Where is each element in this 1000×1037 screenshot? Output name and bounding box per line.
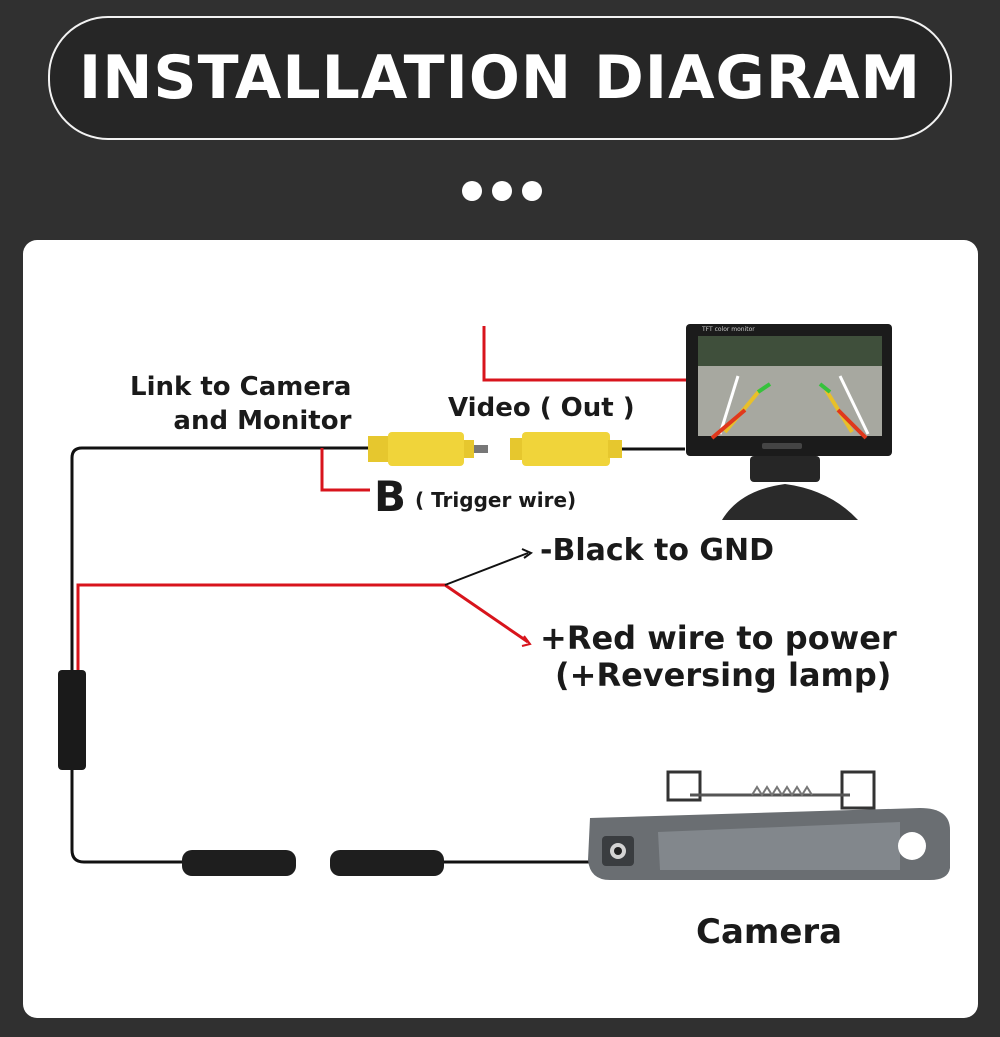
page-title: INSTALLATION DIAGRAM (78, 43, 922, 113)
rca-female-connector (510, 432, 622, 466)
red-wire-cap (521, 635, 532, 647)
trigger-b-label: B (374, 472, 407, 521)
dot-1 (462, 181, 482, 201)
black-wire-cap (521, 548, 534, 559)
monitor-power-line (482, 326, 688, 382)
trigger-wire (320, 448, 370, 492)
rca-male-connector (368, 432, 488, 466)
trigger-wire-label: ( Trigger wire) (415, 488, 577, 512)
camera-handle (588, 770, 950, 880)
title-banner: INSTALLATION DIAGRAM (48, 16, 952, 140)
dot-3 (522, 181, 542, 201)
camera-label: Camera (696, 912, 843, 952)
dot-2 (492, 181, 512, 201)
red-power-label: +Red wire to power (540, 619, 897, 657)
lower-connector-left (182, 850, 296, 876)
video-out-label: Video ( Out ) (448, 393, 635, 423)
inline-filter-box (58, 670, 86, 770)
red-power-wire (76, 583, 529, 680)
main-black-cable (70, 446, 370, 864)
reversing-lamp-label: (+Reversing lamp) (555, 656, 892, 694)
monitor-screen-label: TFT color monitor (701, 326, 755, 333)
link-label-line1: Link to Camera (130, 372, 352, 402)
black-gnd-label: -Black to GND (540, 533, 775, 568)
pagination-dots (462, 181, 542, 201)
lower-connector-right (330, 850, 444, 876)
link-label: Link to Camera and Monitor (130, 370, 351, 438)
black-ground-wire (444, 552, 529, 586)
monitor-icon: TFT color monitor (686, 324, 892, 520)
link-label-line2: and Monitor (173, 406, 352, 436)
